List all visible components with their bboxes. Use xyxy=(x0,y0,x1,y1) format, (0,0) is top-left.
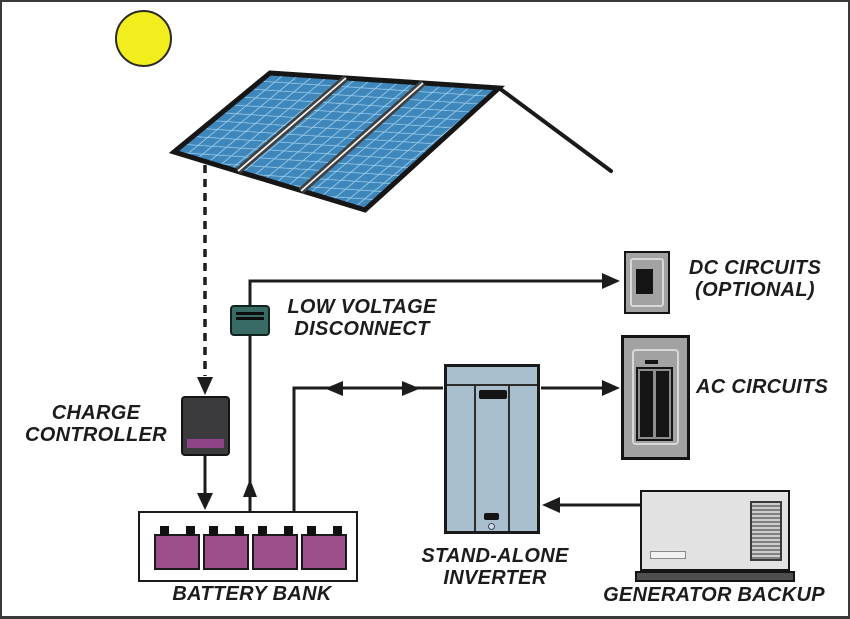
wire-controller-to-battery xyxy=(197,456,213,510)
stand-alone-inverter-label: STAND-ALONE INVERTER xyxy=(403,545,587,589)
battery-terminal xyxy=(235,526,244,536)
ac-circuits-label-line1: AC CIRCUITS xyxy=(696,376,829,398)
ac-panel-main-breaker xyxy=(645,360,658,364)
battery-terminal xyxy=(307,526,316,536)
lvd-stripe xyxy=(236,312,264,315)
inverter-port xyxy=(484,513,499,520)
battery-terminal xyxy=(186,526,195,536)
charge-controller-label-line2: CONTROLLER xyxy=(25,424,167,446)
dc-circuits-box xyxy=(624,251,670,314)
battery-bank-label-line1: BATTERY BANK xyxy=(172,583,332,605)
dc-circuits-label-line1: DC CIRCUITS xyxy=(688,257,822,279)
lvd-label-line2: DISCONNECT xyxy=(294,318,430,340)
arrow-into-dc-panel xyxy=(602,273,620,289)
inverter-top-band xyxy=(447,367,537,386)
battery xyxy=(203,526,249,570)
battery-terminal xyxy=(209,526,218,536)
ac-circuits-label: AC CIRCUITS xyxy=(696,376,848,398)
arrow-toward-battery xyxy=(325,381,343,396)
solar-panel-icon xyxy=(168,70,506,213)
arrow-toward-inverter xyxy=(402,381,420,396)
arrow-into-inverter xyxy=(542,497,560,513)
arrow-into-ac-panel xyxy=(602,380,620,396)
roof-line xyxy=(497,86,613,173)
dc-panel-inner xyxy=(630,258,664,307)
generator-vent xyxy=(750,501,782,561)
generator-slot xyxy=(650,551,686,559)
charge-controller-indicator xyxy=(187,439,224,448)
battery-bank-label: BATTERY BANK xyxy=(150,583,354,605)
inverter-label-line1: STAND-ALONE xyxy=(421,545,569,567)
charge-controller-box xyxy=(181,396,230,456)
dc-circuits-label-line2: (OPTIONAL) xyxy=(695,279,815,301)
dc-circuits-label: DC CIRCUITS (OPTIONAL) xyxy=(673,257,837,301)
battery-bank-box xyxy=(138,511,358,582)
inverter-knob xyxy=(488,523,495,530)
inverter-seam xyxy=(474,386,476,531)
sun-icon xyxy=(115,10,172,67)
ac-panel-breaker-frame xyxy=(636,367,673,441)
lvd-stripe xyxy=(236,317,264,320)
inverter-box xyxy=(444,364,540,534)
ac-panel-inner xyxy=(632,349,679,445)
low-voltage-disconnect-box xyxy=(230,305,270,336)
wire-generator-to-inverter xyxy=(542,497,640,513)
battery xyxy=(252,526,298,570)
generator-backup-label: GENERATOR BACKUP xyxy=(587,584,841,606)
generator-base xyxy=(635,571,795,582)
wire-inverter-to-ac xyxy=(541,380,620,396)
wire-battery-lvd-dc xyxy=(243,273,620,511)
inverter-display xyxy=(479,390,507,399)
battery-terminal xyxy=(284,526,293,536)
arrow-up-to-lvd xyxy=(243,479,257,497)
battery-terminal xyxy=(258,526,267,536)
ac-breaker-column xyxy=(640,371,653,437)
battery-terminal xyxy=(160,526,169,536)
wire-battery-to-inverter xyxy=(292,381,443,511)
sunlight-dashed-arrow xyxy=(197,165,213,395)
generator-box xyxy=(640,490,790,571)
battery xyxy=(154,526,200,570)
battery-terminal xyxy=(333,526,342,536)
low-voltage-disconnect-label: LOW VOLTAGE DISCONNECT xyxy=(270,296,454,340)
ac-circuits-box xyxy=(621,335,690,460)
inverter-label-line2: INVERTER xyxy=(443,567,547,589)
charge-controller-label: CHARGE CONTROLLER xyxy=(10,402,182,446)
lvd-label-line1: LOW VOLTAGE xyxy=(287,296,437,318)
ac-breaker-column xyxy=(656,371,669,437)
dc-panel-breaker xyxy=(636,269,653,294)
charge-controller-label-line1: CHARGE xyxy=(51,402,141,424)
generator-backup-label-line1: GENERATOR BACKUP xyxy=(603,584,825,606)
battery xyxy=(301,526,347,570)
inverter-seam xyxy=(508,386,510,531)
